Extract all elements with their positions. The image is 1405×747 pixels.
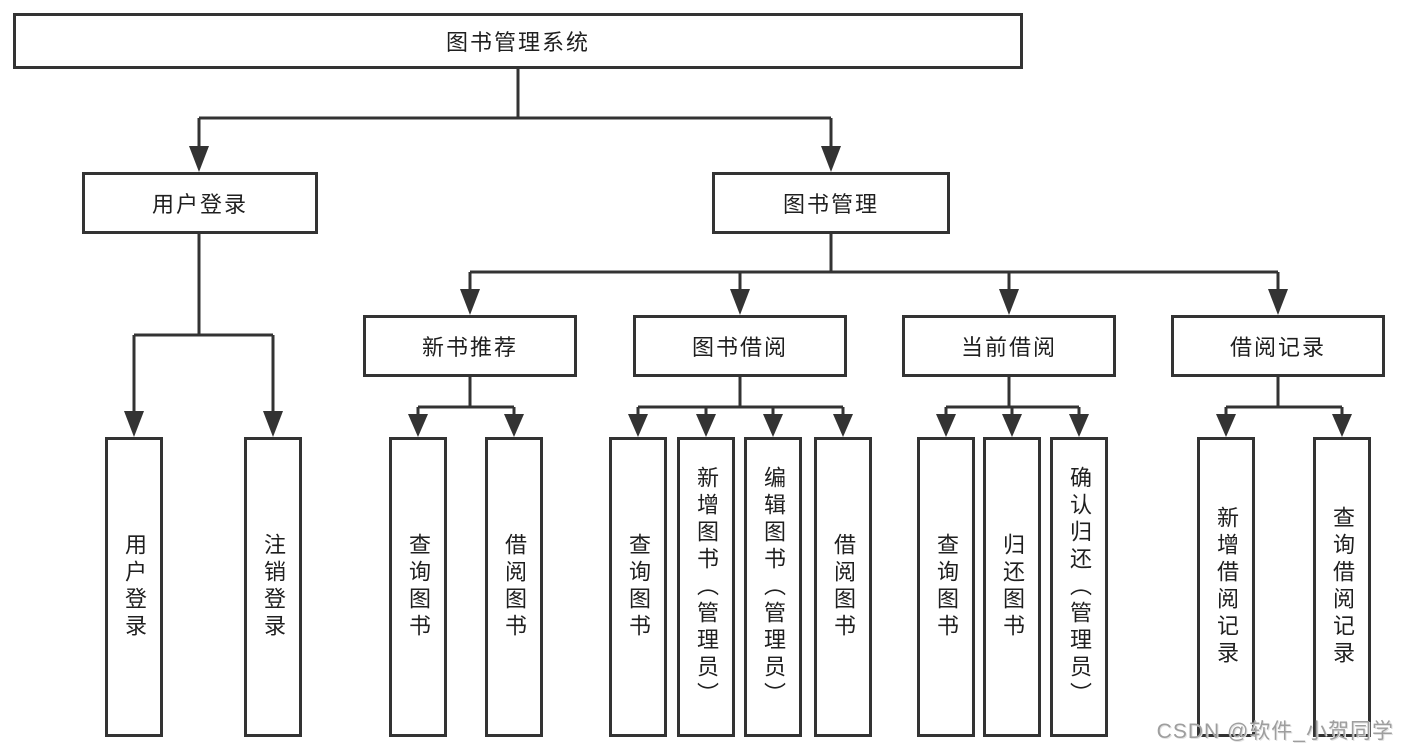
- edge-current-borrow-children: [944, 377, 1081, 416]
- node-user-login: 用户登录: [82, 172, 318, 234]
- edge-borrow-records-children: [1224, 377, 1344, 416]
- node-label: 借阅记录: [1229, 335, 1326, 360]
- arrow-down-icon: [696, 414, 716, 437]
- node-library-system: 图书管理系统: [13, 13, 1023, 69]
- arrow-down-icon: [1002, 414, 1022, 437]
- edge-root-to-level2: [197, 69, 833, 148]
- node-label: 新增图书（管理员）: [694, 465, 719, 709]
- arrow-down-icon: [124, 411, 144, 437]
- node-borrow-records: 借阅记录: [1171, 315, 1385, 377]
- leaf-confirm-return-admin: 确认归还（管理员）: [1050, 437, 1108, 737]
- node-label: 编辑图书（管理员）: [761, 465, 786, 709]
- node-label: 用户登录: [122, 533, 147, 641]
- arrow-down-icon: [821, 146, 841, 172]
- arrow-down-icon: [460, 289, 480, 315]
- node-label: 新书推荐: [421, 335, 518, 360]
- node-label: 注销登录: [261, 533, 286, 641]
- leaf-logout: 注销登录: [244, 437, 302, 737]
- edge-book-borrow-children: [636, 377, 845, 416]
- node-book-borrow: 图书借阅: [633, 315, 847, 377]
- arrow-down-icon: [1216, 414, 1236, 437]
- node-label: 查询图书: [626, 533, 651, 641]
- leaf-add-book-admin: 新增图书（管理员）: [677, 437, 735, 737]
- arrow-down-icon: [1069, 414, 1089, 437]
- node-label: 图书管理系统: [445, 30, 590, 55]
- arrowheads: [124, 146, 1352, 437]
- leaf-return-book: 归还图书: [983, 437, 1041, 737]
- arrow-down-icon: [628, 414, 648, 437]
- node-label: 查询借阅记录: [1330, 506, 1355, 668]
- node-label: 归还图书: [1000, 533, 1025, 641]
- arrow-down-icon: [504, 414, 524, 437]
- node-label: 借阅图书: [502, 533, 527, 641]
- node-label: 新增借阅记录: [1214, 506, 1239, 668]
- arrow-down-icon: [936, 414, 956, 437]
- arrow-down-icon: [408, 414, 428, 437]
- leaf-query-book: 查询图书: [389, 437, 447, 737]
- node-label: 借阅图书: [831, 533, 856, 641]
- csdn-watermark: CSDN @软件_小贺同学: [1156, 720, 1394, 743]
- edge-new-book-children: [416, 377, 516, 416]
- arrow-down-icon: [999, 289, 1019, 315]
- arrow-down-icon: [763, 414, 783, 437]
- arrow-down-icon: [189, 146, 209, 172]
- edge-book-management-children: [468, 234, 1280, 291]
- arrow-down-icon: [833, 414, 853, 437]
- node-label: 当前借阅: [960, 335, 1057, 360]
- node-label: 查询图书: [406, 533, 431, 641]
- leaf-user-login: 用户登录: [105, 437, 163, 737]
- node-book-management: 图书管理: [712, 172, 950, 234]
- leaf-add-borrow-record: 新增借阅记录: [1197, 437, 1255, 737]
- tree-edges: [132, 69, 1344, 416]
- leaf-borrow-book: 借阅图书: [485, 437, 543, 737]
- node-new-book-recommend: 新书推荐: [363, 315, 577, 377]
- node-label: 图书管理: [782, 192, 879, 217]
- edge-user-login-children: [132, 234, 275, 413]
- node-label: 确认归还（管理员）: [1067, 465, 1092, 709]
- leaf-query-book: 查询图书: [917, 437, 975, 737]
- node-label: 查询图书: [934, 533, 959, 641]
- arrow-down-icon: [1332, 414, 1352, 437]
- arrow-down-icon: [1268, 289, 1288, 315]
- node-label: 图书借阅: [691, 335, 788, 360]
- leaf-edit-book-admin: 编辑图书（管理员）: [744, 437, 802, 737]
- leaf-query-borrow-record: 查询借阅记录: [1313, 437, 1371, 737]
- arrow-down-icon: [730, 289, 750, 315]
- node-current-borrow: 当前借阅: [902, 315, 1116, 377]
- leaf-query-book: 查询图书: [609, 437, 667, 737]
- node-label: 用户登录: [151, 192, 248, 217]
- leaf-borrow-book: 借阅图书: [814, 437, 872, 737]
- arrow-down-icon: [263, 411, 283, 437]
